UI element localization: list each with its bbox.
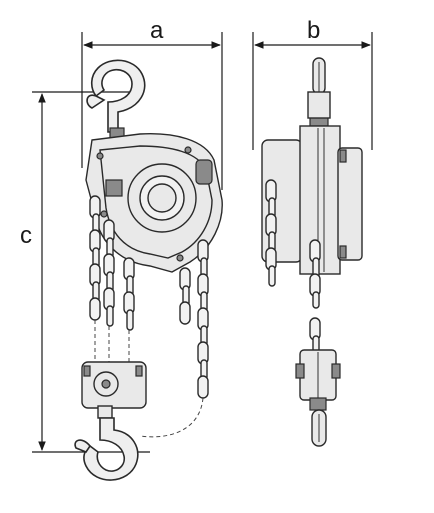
- top-hook: [86, 59, 146, 141]
- hand-chain: [139, 239, 209, 438]
- side-bottom-block: [295, 349, 341, 411]
- dimension-b: b: [252, 17, 373, 150]
- bottom-block: [81, 361, 147, 419]
- side-top-hook: [307, 57, 331, 127]
- side-bottom-hook: [311, 409, 327, 447]
- bottom-hook: [74, 417, 139, 481]
- dimension-c-label: c: [20, 222, 32, 249]
- side-chains: [265, 179, 321, 353]
- hoist-housing: [85, 133, 223, 273]
- front-view: [74, 59, 223, 481]
- dimension-a-label: a: [150, 17, 164, 44]
- load-chain: [89, 195, 135, 362]
- dimension-b-label: b: [307, 17, 320, 44]
- dimension-a: a: [81, 17, 223, 190]
- side-view: [261, 57, 363, 447]
